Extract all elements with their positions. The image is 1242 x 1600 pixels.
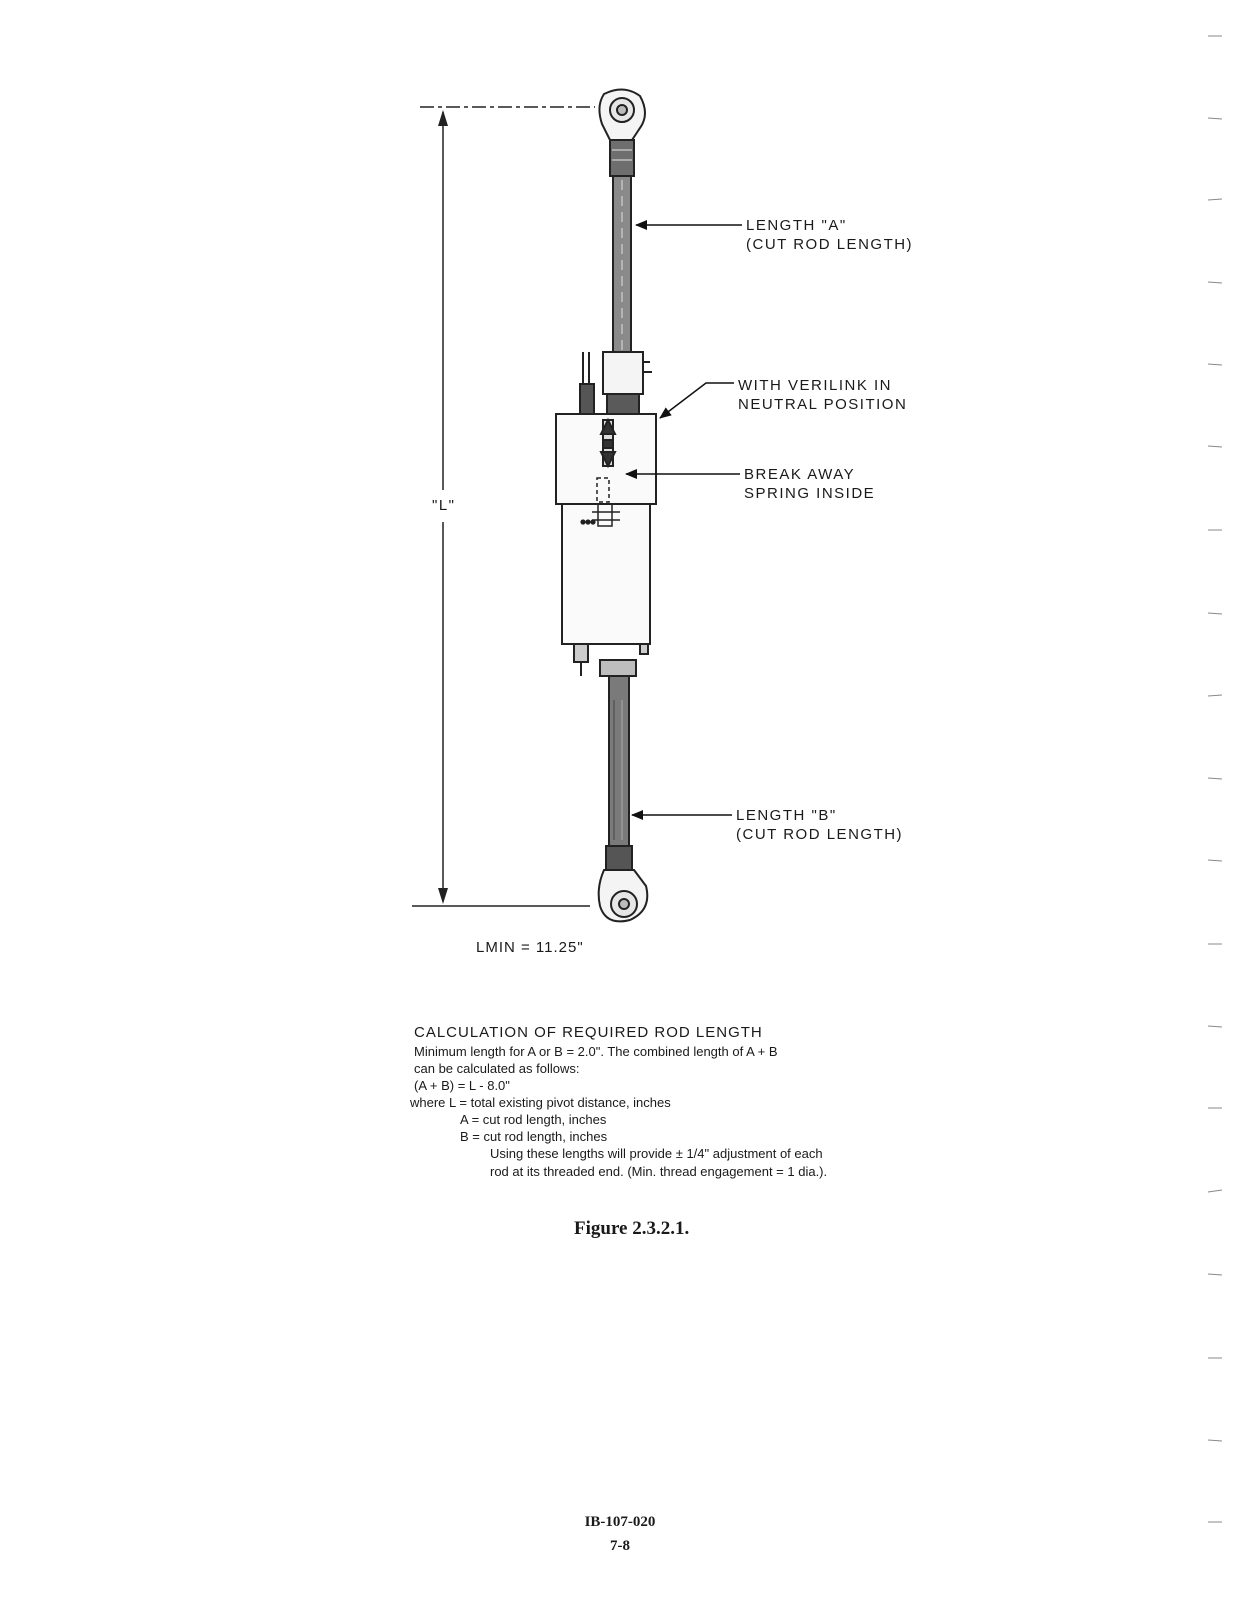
rod-a	[612, 175, 632, 355]
upper-housing	[555, 413, 657, 505]
calculation-line5: A = cut rod length, inches	[460, 1112, 607, 1127]
label-breakaway: BREAK AWAY SPRING INSIDE	[744, 465, 875, 503]
calculation-line3: (A + B) = L - 8.0"	[414, 1078, 510, 1093]
bottom-rod-end	[597, 845, 649, 923]
label-lmin: LMIN = 11.25"	[476, 939, 584, 956]
top-rod-end	[598, 88, 646, 177]
label-breakaway-line1: BREAK AWAY	[744, 466, 856, 483]
label-length-a: LENGTH "A" (CUT ROD LENGTH)	[746, 216, 913, 254]
calculation-line4: where L = total existing pivot distance,…	[410, 1095, 671, 1110]
scan-edge-marks	[1207, 35, 1223, 1523]
label-breakaway-line2: SPRING INSIDE	[744, 485, 876, 502]
footer-page-number: 7-8	[610, 1538, 630, 1554]
label-length-b-line1: LENGTH "B"	[736, 807, 837, 824]
calculation-line7: Using these lengths will provide ± 1/4" …	[490, 1146, 823, 1161]
footer-doc-number: IB-107-020	[584, 1514, 656, 1530]
leader-lines	[625, 220, 742, 820]
label-dimension-l: "L"	[432, 497, 456, 514]
calculation-line8: rod at its threaded end. (Min. thread en…	[490, 1164, 828, 1179]
dimension-l	[412, 106, 595, 907]
label-length-a-line1: LENGTH "A"	[746, 217, 847, 234]
label-length-b: LENGTH "B" (CUT ROD LENGTH)	[736, 806, 903, 844]
label-length-b-line2: (CUT ROD LENGTH)	[736, 826, 904, 843]
label-length-a-line2: (CUT ROD LENGTH)	[746, 236, 914, 253]
label-verilink: WITH VERILINK IN NEUTRAL POSITION	[738, 376, 907, 414]
calculation-title: CALCULATION OF REQUIRED ROD LENGTH	[414, 1024, 763, 1041]
label-verilink-line2: NEUTRAL POSITION	[738, 396, 908, 413]
label-verilink-line1: WITH VERILINK IN	[738, 377, 893, 394]
rod-b	[599, 659, 637, 847]
lower-body	[561, 503, 651, 676]
calculation-line1: Minimum length for A or B = 2.0". The co…	[414, 1044, 778, 1059]
figure-caption: Figure 2.3.2.1.	[574, 1218, 690, 1239]
verilink-coupling	[579, 351, 652, 415]
calculation-line2: can be calculated as follows:	[414, 1061, 580, 1076]
calculation-line6: B = cut rod length, inches	[460, 1129, 608, 1144]
